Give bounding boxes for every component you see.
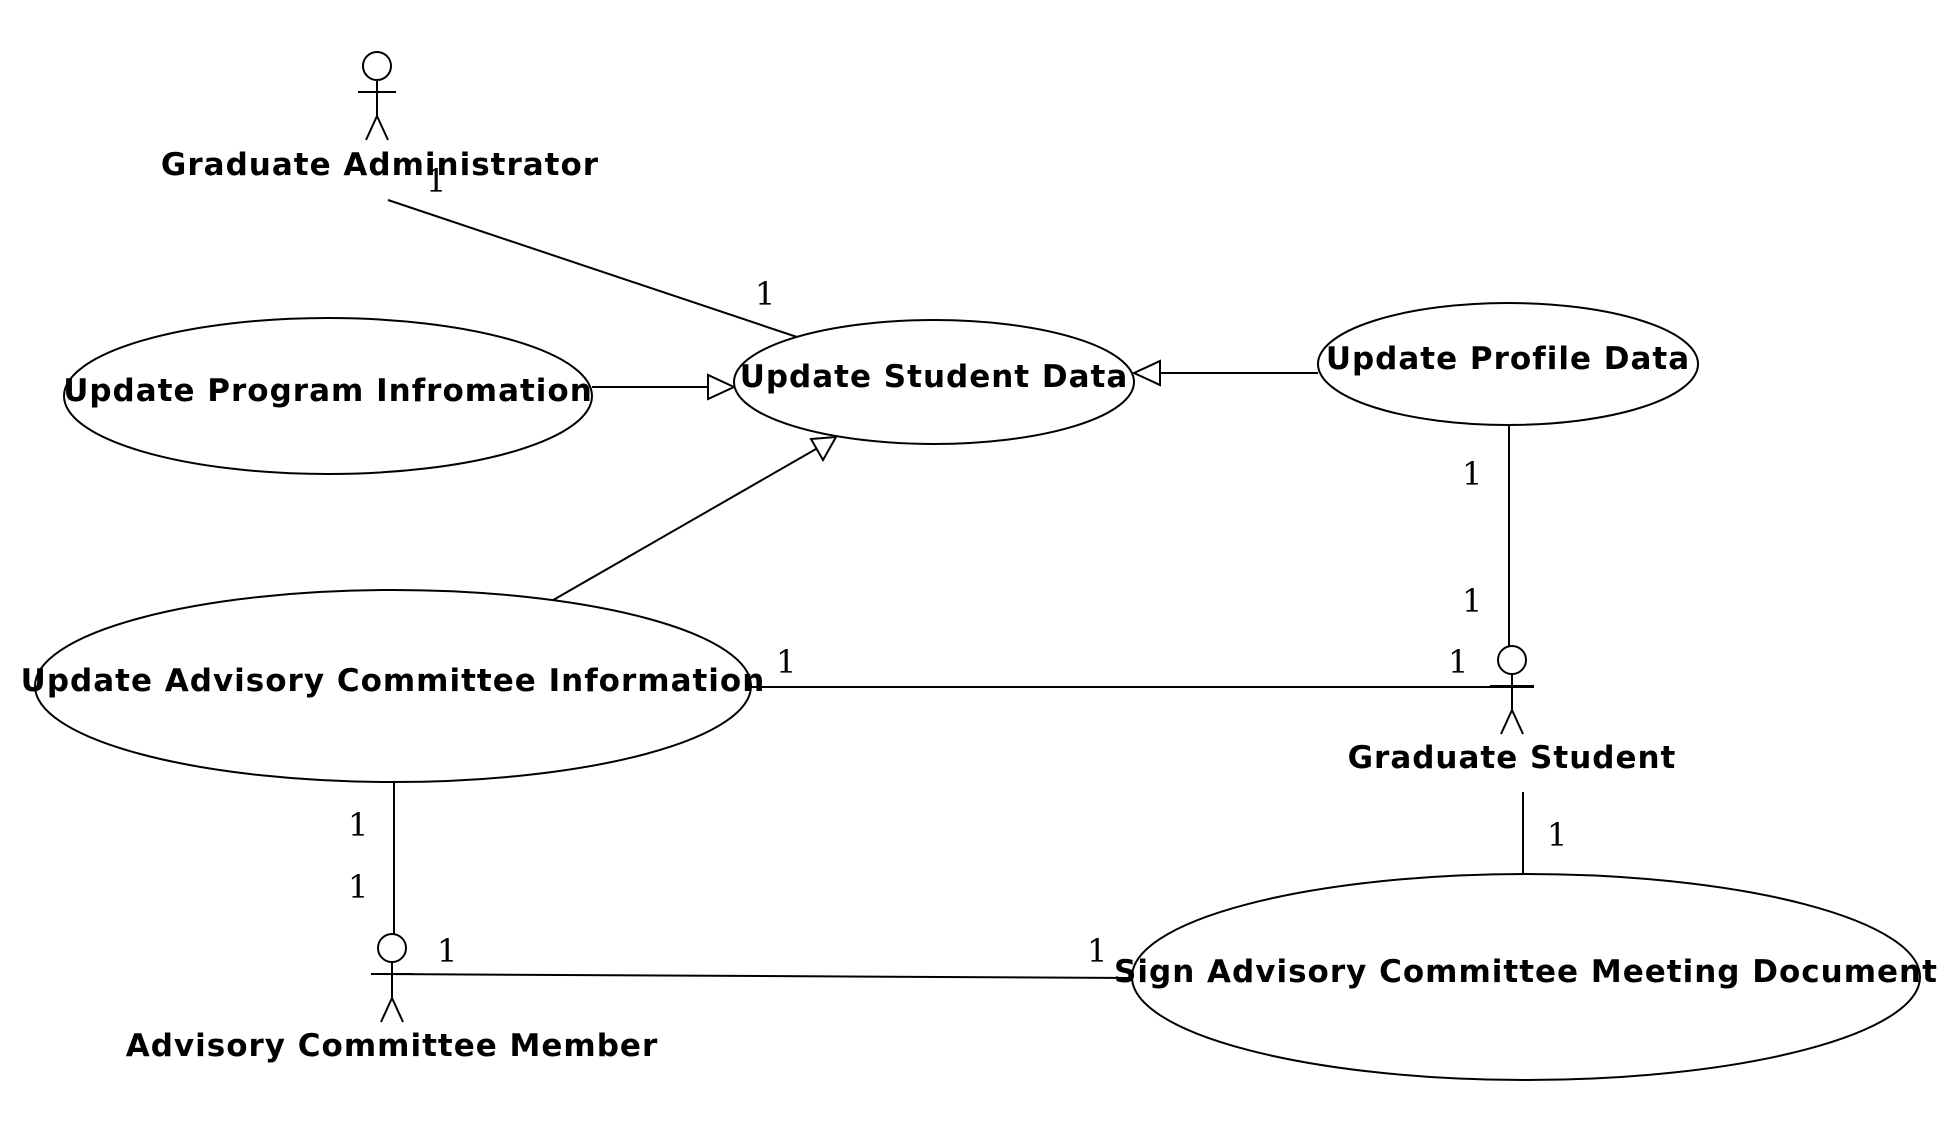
actor-label: Advisory Committee Member [126,1028,659,1064]
actor-graduate-student[interactable]: Graduate Student [1348,645,1677,776]
use-case-label: Update Profile Data [1326,341,1690,377]
use-case-update-program-information[interactable]: Update Program Infromation [63,317,593,475]
use-case-label: Update Advisory Committee Information [21,663,766,699]
stick-figure-icon [371,933,413,1023]
multiplicity-label: 1 [426,162,446,200]
multiplicity-label: 1 [755,275,775,313]
multiplicity-label: 1 [776,643,796,681]
generalization-arrowhead-program [707,373,737,401]
actor-label: Graduate Administrator [161,147,599,183]
use-case-label: Update Program Infromation [63,373,593,409]
generalization-advisory-to-student-data [547,448,817,604]
multiplicity-label: 1 [348,806,368,844]
multiplicity-label: 1 [1087,932,1107,970]
multiplicity-label: 1 [348,868,368,906]
actor-graduate-administrator[interactable]: Graduate Administrator [161,51,599,183]
use-case-update-advisory-committee-information[interactable]: Update Advisory Committee Information [21,589,766,783]
association-member-sign [370,973,1133,979]
multiplicity-label: 1 [1462,455,1482,493]
use-case-update-profile-data[interactable]: Update Profile Data [1317,302,1699,426]
use-case-label: Update Student Data [740,359,1129,395]
multiplicity-label: 1 [1462,582,1482,620]
stick-figure-icon [1490,645,1534,735]
actor-advisory-committee-member[interactable]: Advisory Committee Member [126,933,659,1064]
multiplicity-label: 1 [1448,643,1468,681]
association-admin-student-data [387,199,801,339]
actor-label: Graduate Student [1348,740,1677,776]
stick-figure-icon [358,51,396,141]
multiplicity-label: 1 [1547,816,1567,854]
generalization-arrowhead-advisory [809,435,838,463]
multiplicity-label: 1 [437,932,457,970]
use-case-label: Sign Advisory Committee Meeting Document [1114,954,1938,990]
use-case-update-student-data[interactable]: Update Student Data [733,319,1135,445]
use-case-sign-advisory-committee-meeting-document[interactable]: Sign Advisory Committee Meeting Document [1114,873,1938,1081]
generalization-arrowhead-profile [1131,359,1161,387]
